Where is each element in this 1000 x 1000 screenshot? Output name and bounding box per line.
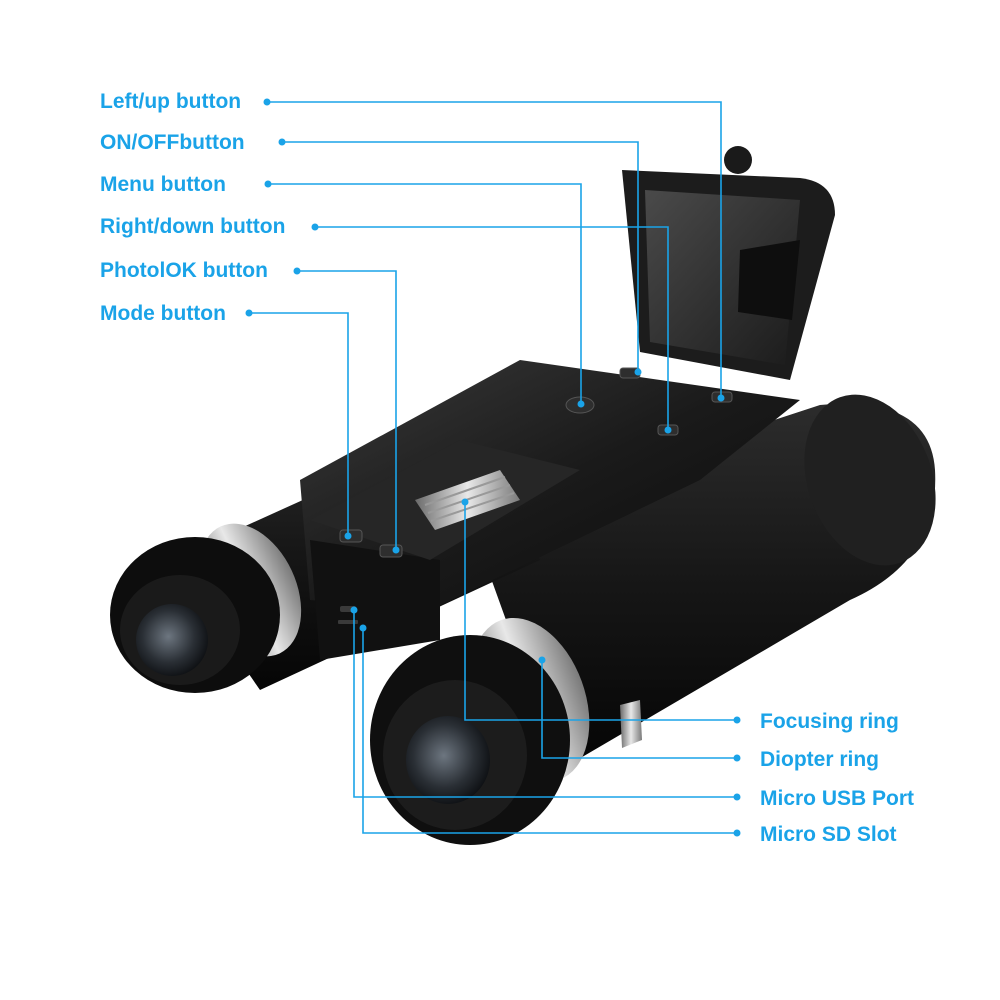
center-body xyxy=(300,360,800,660)
callout-lines xyxy=(249,101,737,834)
sd-slot-shape[interactable] xyxy=(338,620,358,624)
leader-photo-ok xyxy=(297,270,397,550)
leader-menu xyxy=(268,183,582,404)
right-eyepiece xyxy=(370,617,642,845)
flip-screen xyxy=(622,146,835,380)
left-eyepiece xyxy=(110,523,302,693)
label-diopter-ring: Diopter ring xyxy=(760,748,879,771)
callout-labels: Left/up button ON/OFFbutton Menu button … xyxy=(100,90,914,846)
leader-left-up xyxy=(267,101,722,398)
label-micro-sd-slot: Micro SD Slot xyxy=(760,823,897,846)
callout-dots xyxy=(245,98,741,837)
label-on-off-button: ON/OFFbutton xyxy=(100,131,245,154)
leader-on-off xyxy=(282,141,639,372)
leader-mode xyxy=(249,312,349,536)
label-left-up-button: Left/up button xyxy=(100,90,241,113)
leader-right-down xyxy=(315,226,669,430)
leader-sd xyxy=(362,628,737,834)
label-mode-button: Mode button xyxy=(100,302,226,325)
label-micro-usb-port: Micro USB Port xyxy=(760,787,914,810)
leader-usb xyxy=(353,610,737,798)
leader-focusing-ring xyxy=(464,502,737,721)
label-menu-button: Menu button xyxy=(100,173,226,196)
leader-diopter-ring xyxy=(541,660,737,759)
label-photo-ok-button: PhotolOK button xyxy=(100,259,268,282)
label-right-down-button: Right/down button xyxy=(100,215,285,238)
label-focusing-ring: Focusing ring xyxy=(760,710,899,733)
